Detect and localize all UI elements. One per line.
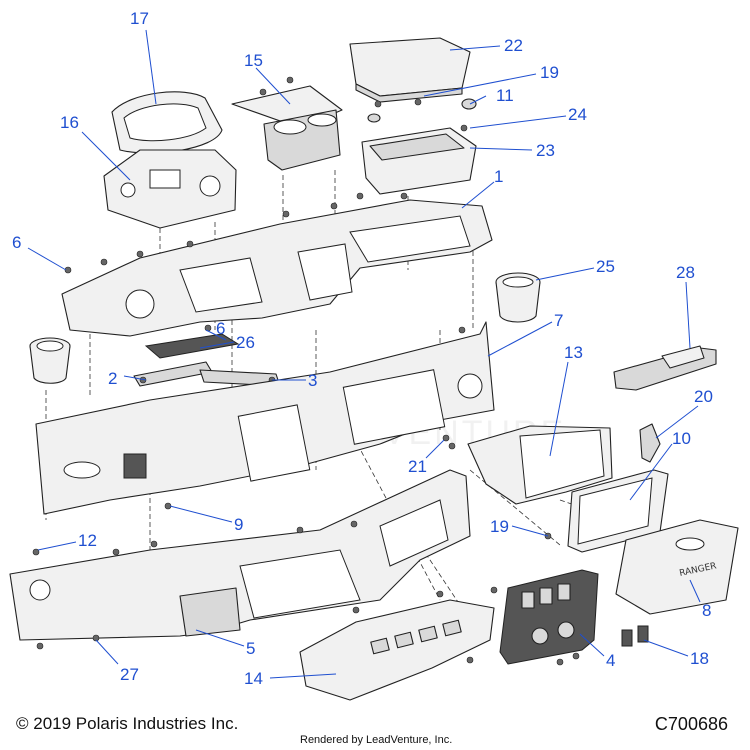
callout-11: 11 <box>496 86 514 105</box>
callout-6-center: 6 <box>216 319 225 338</box>
part-23-storage-bin <box>361 127 477 195</box>
callout-24: 24 <box>568 105 587 124</box>
part-8-glovebox-door: RANGER <box>615 519 739 615</box>
callout-2: 2 <box>108 369 117 388</box>
part-7-dash-frame <box>35 321 495 515</box>
callout-26: 26 <box>236 333 255 352</box>
callout-6-left: 6 <box>12 233 21 252</box>
callout-7: 7 <box>554 311 563 330</box>
callout-27: 27 <box>120 665 139 684</box>
part-22-storage-lid <box>349 37 471 103</box>
leader-lines <box>27 29 701 679</box>
part-13-glovebox-bin <box>467 425 613 505</box>
part-11-grommet <box>367 98 477 123</box>
callout-28: 28 <box>676 263 695 282</box>
part-16-gauge-housing <box>103 149 237 229</box>
render-credit: Rendered by LeadVenture, Inc. <box>300 734 453 746</box>
callout-25: 25 <box>596 257 615 276</box>
part-20-latch <box>639 423 661 463</box>
callout-16: 16 <box>60 113 79 132</box>
part-2-3-brackets <box>133 361 281 387</box>
callout-1: 1 <box>494 167 503 186</box>
part-cupholder-left <box>29 337 71 384</box>
callout-14: 14 <box>244 669 263 688</box>
part-1-upper-dash <box>61 199 493 337</box>
callout-labels: 17 15 22 19 11 24 16 23 1 6 25 28 7 6 26… <box>12 9 713 688</box>
part-4-switch-panel <box>499 569 599 665</box>
callout-3: 3 <box>308 371 317 390</box>
callout-17: 17 <box>130 9 149 28</box>
part-26-plate <box>144 333 240 359</box>
callout-8: 8 <box>702 601 711 620</box>
part-14-lower-panel <box>299 599 495 701</box>
callout-15: 15 <box>244 51 263 70</box>
callout-5: 5 <box>246 639 255 658</box>
part-28-trim-strip <box>613 345 717 391</box>
part-5-lower-dash <box>9 469 471 641</box>
part-18-switches <box>621 625 649 647</box>
callout-19-top: 19 <box>540 63 559 82</box>
callout-18: 18 <box>690 649 709 668</box>
diagram-code: C700686 <box>654 714 728 734</box>
callout-20: 20 <box>694 387 713 406</box>
callout-13: 13 <box>564 343 583 362</box>
callout-10: 10 <box>672 429 691 448</box>
callout-9: 9 <box>234 515 243 534</box>
callout-12: 12 <box>78 531 97 550</box>
fasteners <box>32 76 580 666</box>
callout-4: 4 <box>606 651 615 670</box>
part-25-cupholder <box>495 272 541 323</box>
callout-21: 21 <box>408 457 427 476</box>
callout-23: 23 <box>536 141 555 160</box>
part-15-cupholder-insert <box>231 85 343 171</box>
callout-22: 22 <box>504 36 523 55</box>
copyright-notice: © 2019 Polaris Industries Inc. <box>16 714 239 733</box>
part-17-gauge-bezel <box>111 91 223 154</box>
part-10-glovebox-frame <box>567 469 669 553</box>
callout-19-bottom: 19 <box>490 517 509 536</box>
